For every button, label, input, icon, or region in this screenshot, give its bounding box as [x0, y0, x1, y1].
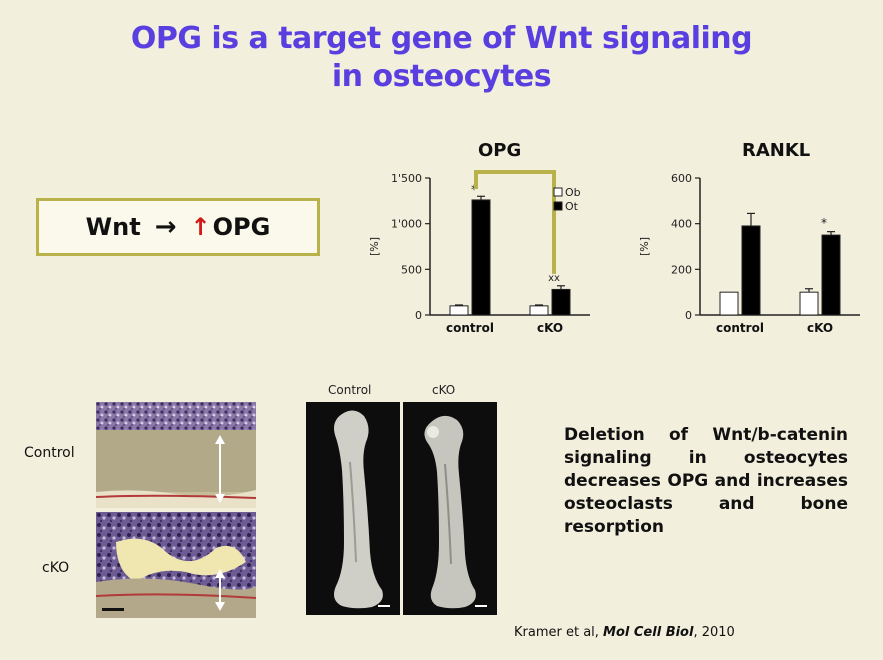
- histology-label-cko: cKO: [42, 560, 70, 576]
- opg-bar-ob-cko: [529, 305, 549, 316]
- opg-y-tick-label: 500: [401, 263, 422, 276]
- rankl-bar-ot-cko: [821, 234, 841, 316]
- opg-chart-title: OPG: [478, 140, 522, 161]
- rankl-bar-ob-control: [719, 291, 739, 316]
- opg-category-label: cKO: [537, 321, 563, 335]
- rankl-y-tick-label: 600: [671, 172, 692, 185]
- slide-title-line2: in osteocytes: [331, 59, 552, 94]
- reference-year: , 2010: [693, 625, 735, 640]
- opg-category-label: control: [446, 321, 494, 335]
- wnt-opg-box: Wnt → ↑ OPG: [36, 198, 320, 256]
- wnt-label: Wnt: [85, 213, 141, 241]
- histology-image-cko: [96, 512, 256, 618]
- opg-y-label: [%]: [368, 237, 381, 256]
- histology-image-control: [96, 402, 256, 508]
- bone-image-cko: [403, 402, 497, 615]
- bone-image-control: [306, 402, 400, 615]
- rankl-category-label: cKO: [807, 321, 833, 335]
- reference-journal: Mol Cell Biol: [603, 625, 694, 640]
- rankl-chart-title: RANKL: [742, 140, 811, 161]
- opg-y-tick-label: 1'000: [391, 218, 422, 231]
- slide-title: OPG is a target gene of Wnt signaling in…: [0, 20, 883, 96]
- opg-legend-label-ot: Ot: [565, 200, 579, 213]
- rankl-y-label: [%]: [638, 237, 651, 256]
- opg-annotation-xx: xx: [548, 273, 560, 284]
- opg-annotation-star: *: [471, 183, 477, 197]
- rankl-bar-ot-control: [741, 225, 761, 316]
- opg-y-tick-label: 0: [415, 309, 422, 322]
- opg-y-tick-label: 1'500: [391, 172, 422, 185]
- rankl-y-tick-label: 0: [685, 309, 692, 322]
- opg-bar-ot-cko: [551, 288, 571, 316]
- opg-legend-swatch-ob: [553, 187, 563, 197]
- opg-legend-label-ob: Ob: [565, 186, 581, 199]
- rankl-y-tick-label: 200: [671, 263, 692, 276]
- opg-label: OPG: [212, 213, 271, 241]
- summary-text: Deletion of Wnt/b-catenin signaling in o…: [564, 425, 848, 537]
- histology-label-control: Control: [24, 445, 75, 461]
- opg-comparison-bracket: [474, 170, 556, 274]
- rankl-annotation-star: *: [821, 216, 827, 230]
- bone-label-control: Control: [328, 383, 372, 397]
- right-arrow-icon: →: [154, 212, 177, 242]
- rankl-category-label: control: [716, 321, 764, 335]
- reference: Kramer et al, Mol Cell Biol, 2010: [514, 625, 735, 640]
- opg-bar-ob-control: [449, 305, 469, 316]
- slide-title-line1: OPG is a target gene of Wnt signaling: [130, 21, 753, 56]
- bone-label-cko: cKO: [432, 383, 456, 397]
- reference-prefix: Kramer et al,: [514, 625, 604, 640]
- opg-legend-swatch-ot: [553, 201, 563, 211]
- rankl-y-tick-label: 400: [671, 218, 692, 231]
- rankl-bar-ob-cko: [799, 291, 819, 316]
- rankl-bar-chart: 0 200 400 600 [%] control cKO *: [638, 172, 860, 335]
- opg-bar-ot-control: [471, 199, 491, 316]
- up-arrow-icon: ↑: [190, 213, 211, 241]
